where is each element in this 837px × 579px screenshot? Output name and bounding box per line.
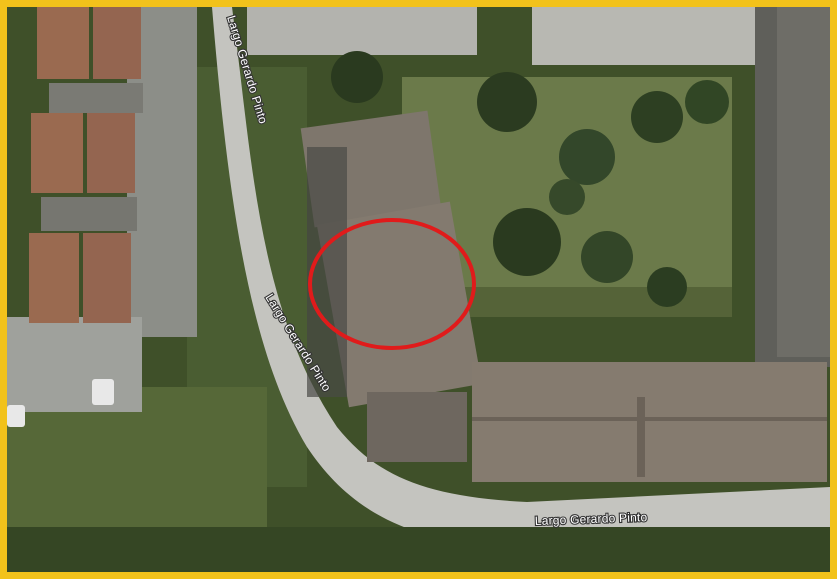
vegetation-south [7,527,830,572]
parking-area [7,317,142,412]
building-south [472,362,827,482]
top-right-parking-lot [532,7,762,65]
highlight-circle [308,218,476,350]
top-parking-lot [247,7,477,55]
street-label: Largo Gerardo Pinto [535,510,648,528]
road-largo-gerardo-pinto [212,7,830,547]
row-houses [29,7,143,323]
courtyard-trees [331,51,729,307]
parked-car [92,379,114,405]
satellite-map[interactable]: Largo Gerardo Pinto Largo Gerardo Pinto … [7,7,830,572]
parked-car [7,405,25,427]
building-main[interactable] [300,110,482,462]
